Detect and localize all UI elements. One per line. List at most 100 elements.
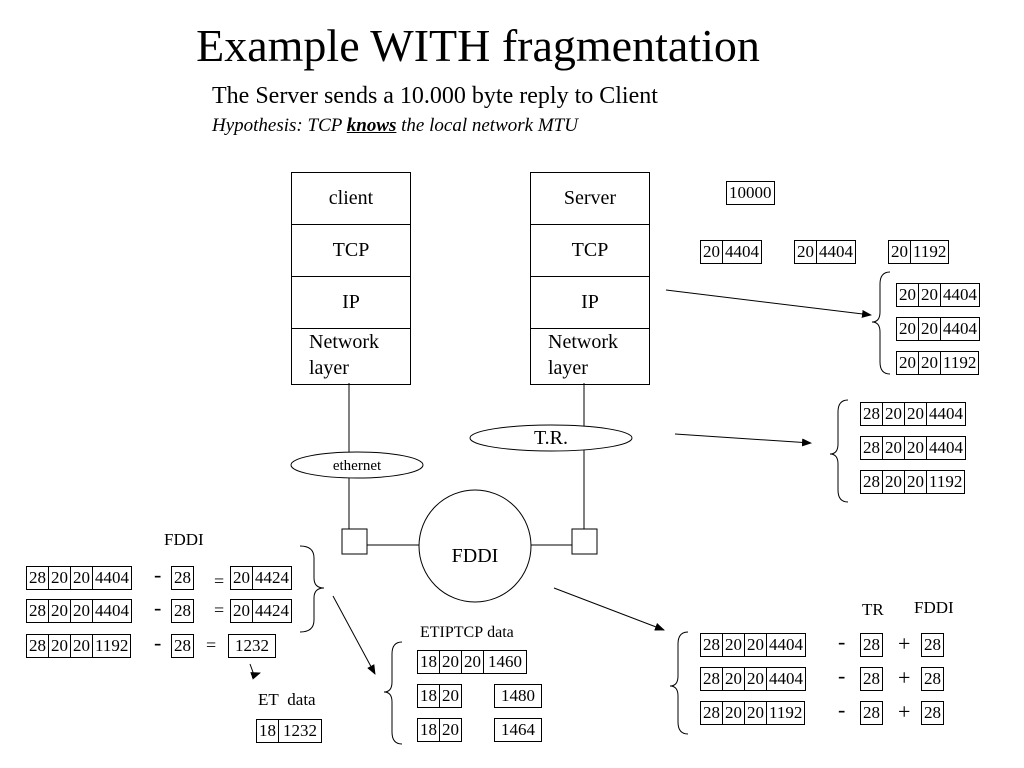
tr-value: 28 bbox=[863, 669, 880, 688]
et-header: 18 bbox=[259, 721, 276, 740]
fddi-add-box: 28 bbox=[921, 701, 944, 725]
client-tcp-layer: TCP bbox=[292, 225, 410, 277]
hypothesis-emphasis: knows bbox=[346, 115, 397, 136]
hypothesis-post: the local network MTU bbox=[396, 115, 578, 136]
tcp-header: 20 bbox=[904, 471, 926, 493]
subtract-value: 28 bbox=[174, 601, 191, 620]
tcp-header: 20 bbox=[70, 567, 92, 589]
tr-header: 28 bbox=[703, 669, 720, 688]
eth-frame: 18 20 20 1460 bbox=[417, 650, 527, 674]
ip-header: 20 bbox=[882, 437, 904, 459]
fddi-column-label: FDDI bbox=[914, 598, 954, 617]
tr-header: 28 bbox=[703, 703, 720, 722]
server-net-line2: layer bbox=[548, 357, 588, 379]
ip-packet: 20 20 4404 bbox=[896, 283, 980, 307]
tcp-header: 20 bbox=[70, 635, 92, 657]
hypothesis: Hypothesis: TCP knows the local network … bbox=[212, 114, 578, 138]
ethernet-label: ethernet bbox=[332, 458, 382, 474]
tcp-header: 20 bbox=[744, 634, 766, 656]
server-app-layer: Server bbox=[531, 173, 649, 225]
ip-packet: 20 20 4404 bbox=[896, 317, 980, 341]
subtract-box: 28 bbox=[171, 566, 194, 590]
minus-sign: - bbox=[838, 629, 846, 654]
fddi-header: 28 bbox=[29, 601, 46, 620]
fddi-value: 28 bbox=[924, 635, 941, 654]
tcp-segment: 20 4404 bbox=[700, 240, 762, 264]
eth-header-label: ETIPTCP data bbox=[420, 623, 514, 643]
tcp-payload: 1464 bbox=[501, 720, 535, 739]
result-header: 20 bbox=[233, 568, 250, 587]
ip-header: 20 bbox=[48, 567, 70, 589]
ip-header: 20 bbox=[899, 353, 916, 372]
minus-sign: - bbox=[838, 697, 846, 722]
tr-frame: 28 20 20 4404 bbox=[700, 667, 806, 691]
hypothesis-pre: Hypothesis: TCP bbox=[212, 115, 347, 136]
minus-sign: - bbox=[154, 595, 162, 620]
tcp-segment: 20 1192 bbox=[888, 240, 950, 264]
plus-sign: + bbox=[898, 631, 911, 656]
et-payload: 1232 bbox=[278, 720, 321, 742]
router-right bbox=[571, 528, 598, 555]
ethernet-ellipse bbox=[290, 451, 424, 479]
tcp-header: 20 bbox=[918, 284, 940, 306]
ip-header: 20 bbox=[439, 651, 461, 673]
tcp-header: 20 bbox=[744, 668, 766, 690]
tcp-segment: 20 4404 bbox=[794, 240, 856, 264]
ip-header: 20 bbox=[882, 403, 904, 425]
subtract-value: 28 bbox=[174, 568, 191, 587]
fddi-header: 28 bbox=[29, 636, 46, 655]
tcp-payload: 1192 bbox=[92, 635, 130, 657]
fddi-left-label: FDDI bbox=[164, 530, 204, 549]
tcp-header: 20 bbox=[891, 242, 908, 261]
subtract-box: 28 bbox=[171, 634, 194, 658]
tcp-payload: 4404 bbox=[940, 284, 979, 306]
equals-sign: = bbox=[206, 635, 217, 655]
tcp-header: 20 bbox=[703, 242, 720, 261]
page-subtitle: The Server sends a 10.000 byte reply to … bbox=[212, 83, 658, 109]
tcp-payload: 4404 bbox=[766, 668, 805, 690]
ip-header: 20 bbox=[899, 285, 916, 304]
result-payload: 4424 bbox=[252, 567, 291, 589]
router-left bbox=[341, 528, 368, 555]
result-box: 20 4424 bbox=[230, 566, 292, 590]
tcp-label: TCP bbox=[453, 624, 484, 641]
tcp-header: 20 bbox=[70, 600, 92, 622]
fddi-value: 28 bbox=[924, 669, 941, 688]
eth-payload-box: 1480 bbox=[494, 684, 542, 708]
plus-sign: + bbox=[898, 699, 911, 724]
result-value: 1232 bbox=[235, 636, 269, 655]
equals-sign: = bbox=[214, 600, 225, 620]
client-ip-layer: IP bbox=[292, 277, 410, 329]
tcp-header: 20 bbox=[918, 352, 940, 374]
server-tcp-layer: TCP bbox=[531, 225, 649, 277]
fddi-frame: 28 20 20 4404 bbox=[26, 566, 132, 590]
ip-packet: 20 20 1192 bbox=[896, 351, 980, 375]
fddi-frame: 28 20 20 1192 bbox=[26, 634, 132, 658]
et-header: 18 bbox=[420, 652, 437, 671]
tr-subtract-box: 28 bbox=[860, 667, 883, 691]
et-label: ET bbox=[420, 624, 440, 641]
tr-label: T.R. bbox=[533, 427, 569, 449]
tr-frame: 28 20 20 4404 bbox=[860, 436, 966, 460]
tr-frame: 28 20 20 4404 bbox=[860, 402, 966, 426]
plus-sign: + bbox=[898, 665, 911, 690]
eth-frame: 18 20 bbox=[417, 718, 462, 742]
page-title: Example WITH fragmentation bbox=[196, 20, 760, 71]
minus-sign: - bbox=[154, 630, 162, 655]
client-net-line1: Network bbox=[309, 331, 379, 353]
tcp-header: 20 bbox=[918, 318, 940, 340]
minus-sign: - bbox=[838, 663, 846, 688]
app-data-box: 10000 bbox=[726, 181, 775, 205]
tcp-payload: 4404 bbox=[766, 634, 805, 656]
ip-header: 20 bbox=[722, 702, 744, 724]
client-app-layer: client bbox=[292, 173, 410, 225]
et-label: ET bbox=[258, 690, 279, 709]
subtract-value: 28 bbox=[174, 636, 191, 655]
result-payload: 4424 bbox=[252, 600, 291, 622]
result-box: 20 4424 bbox=[230, 599, 292, 623]
tr-value: 28 bbox=[863, 703, 880, 722]
subtract-box: 28 bbox=[171, 599, 194, 623]
